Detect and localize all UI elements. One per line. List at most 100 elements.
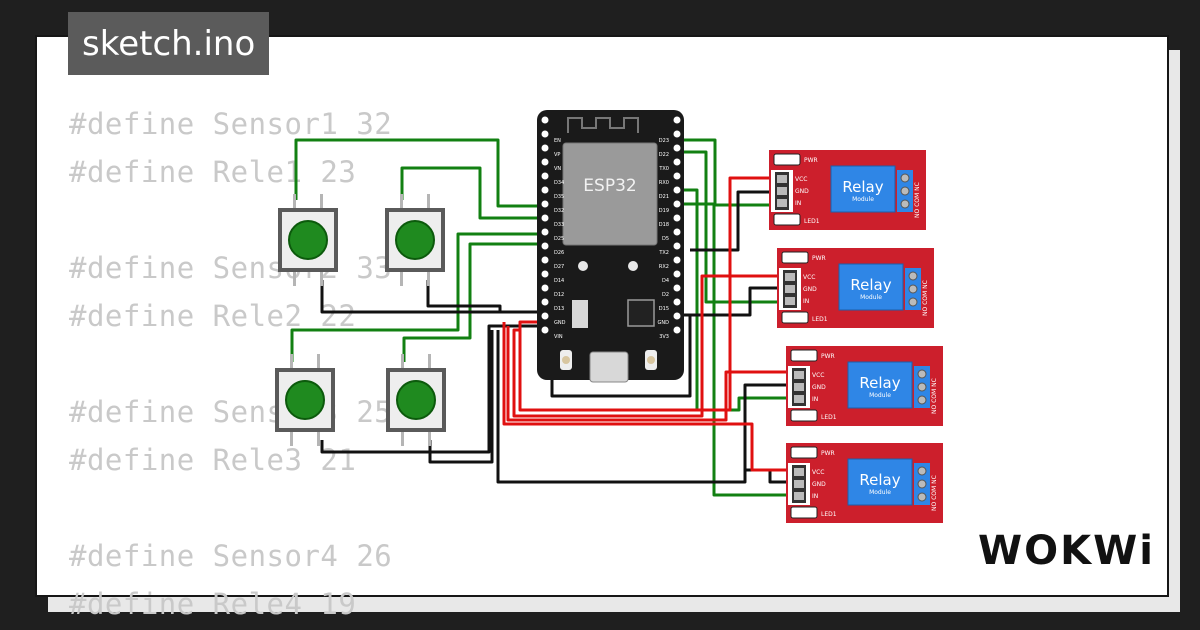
code-line: #define Sensor1 32 [69,107,393,141]
board-label: ESP32 [583,176,636,196]
wire-vcc [518,176,776,412]
pin-label: VN [554,166,561,172]
pin-label: GND [658,320,670,326]
led-label: LED1 [804,218,820,225]
terminals-label: NO COM NC [914,182,921,218]
pin-label: D14 [554,278,564,284]
terminals-label: NO COM NC [922,280,929,316]
esp32-pins-left [541,116,549,334]
wire-rele1 [677,138,776,207]
pin-label: D23 [659,138,669,144]
wire-gnd [690,286,784,317]
pin-label: D19 [659,208,669,214]
code-line: #define Rele4 19 [69,587,357,621]
pin-label: D22 [659,152,669,158]
esp32-pin-labels-left: EN VP VN D34 D35 D32 D33 D25 D26 D27 D14… [554,138,566,340]
pin-label: D25 [554,236,564,242]
relay-subtitle: Module [869,489,891,496]
file-title-text: sketch.ino [82,23,256,64]
relay-subtitle: Module [869,392,891,399]
code-line: #define Rele3 21 [69,443,357,477]
pin-label: TX2 [658,250,669,256]
pin-label: D2 [662,292,669,298]
push-button[interactable] [275,354,335,446]
wire-vcc [502,322,791,472]
push-button[interactable] [278,194,338,286]
pin-label: D15 [659,306,669,312]
file-title: sketch.ino [68,12,270,75]
wire-gnd [496,330,793,484]
relay-pin-label: GND [795,188,809,195]
pwr-label: PWR [821,353,835,360]
wire-gnd [428,330,494,464]
pin-label: D32 [554,208,564,214]
pin-label: D33 [554,222,564,228]
pin-label: D12 [554,292,564,298]
esp32-pin-labels-right: D23 D22 TX0 RX0 D21 D19 D18 D5 TX2 RX2 D… [658,138,670,340]
push-button[interactable] [385,194,445,286]
relay-module: PWR LED1 VCC GND IN Relay Module NO COM … [786,346,943,426]
relay-title: Relay [842,178,883,196]
pin-label: 3V3 [659,334,669,340]
pin-label: D34 [554,180,564,186]
led-label: LED1 [821,414,837,421]
pin-label: D18 [659,222,669,228]
wire-gnd [745,468,791,484]
pin-label: VIN [554,334,563,340]
code-line: #define Rele1 23 [69,155,357,189]
wire-vcc [512,274,784,418]
pin-label: TX0 [658,166,669,172]
pin-label: D27 [554,264,564,270]
pin-label: D5 [662,236,669,242]
relay-subtitle: Module [852,196,874,203]
relay-module: PWR LED1 VCC GND IN Relay Module NO COM … [777,248,934,328]
relay-title: Relay [859,471,900,489]
wire-sensor4 [402,242,545,362]
pin-label: RX0 [659,180,669,186]
relay-pin-label: VCC [803,274,815,281]
relay-pin-label: IN [812,396,818,403]
relay-pin-label: GND [812,384,826,391]
wire-gnd [426,280,502,312]
wire-sensor1 [294,138,545,208]
pwr-label: PWR [821,450,835,457]
relay-pin-label: IN [795,200,801,207]
wire-rele4 [677,202,791,497]
led-label: LED1 [812,316,828,323]
pin-label: D26 [554,250,564,256]
esp32-pins-right [673,116,681,334]
relay-module: PWR LED1 VCC GND IN Relay Module NO COM … [769,150,926,230]
wires [290,138,793,497]
relay-pin-label: GND [812,481,826,488]
pin-label: D13 [554,306,564,312]
relay-pin-label: IN [803,298,809,305]
relay-pin-label: VCC [812,372,824,379]
pin-label: GND [554,320,566,326]
relay-pin-label: VCC [795,176,807,183]
relay-pin-label: GND [803,286,817,293]
push-button[interactable] [386,354,446,446]
relay-subtitle: Module [860,294,882,301]
relay-pin-label: IN [812,493,818,500]
pin-label: VP [554,152,560,158]
antenna-icon [567,117,639,133]
relay-pin-label: VCC [812,469,824,476]
wire-sensor2 [400,166,545,220]
pwr-label: PWR [812,255,826,262]
terminals-label: NO COM NC [931,378,938,414]
code-line: #define Sensor4 26 [69,539,393,573]
relay-module: PWR LED1 VCC GND IN Relay Module NO COM … [786,443,943,523]
esp32-board: ESP32 [537,110,684,383]
wokwi-logo: WOKWi [978,528,1155,574]
relay-title: Relay [850,276,891,294]
pin-label: D21 [659,194,669,200]
wire-rele2 [677,150,784,304]
led-label: LED1 [821,511,837,518]
pin-label: D4 [662,278,669,284]
pin-label: EN [554,138,561,144]
code-line: #define Rele2 22 [69,299,357,333]
relay-title: Relay [859,374,900,392]
terminals-label: NO COM NC [931,475,938,511]
wire-gnd [690,190,776,252]
